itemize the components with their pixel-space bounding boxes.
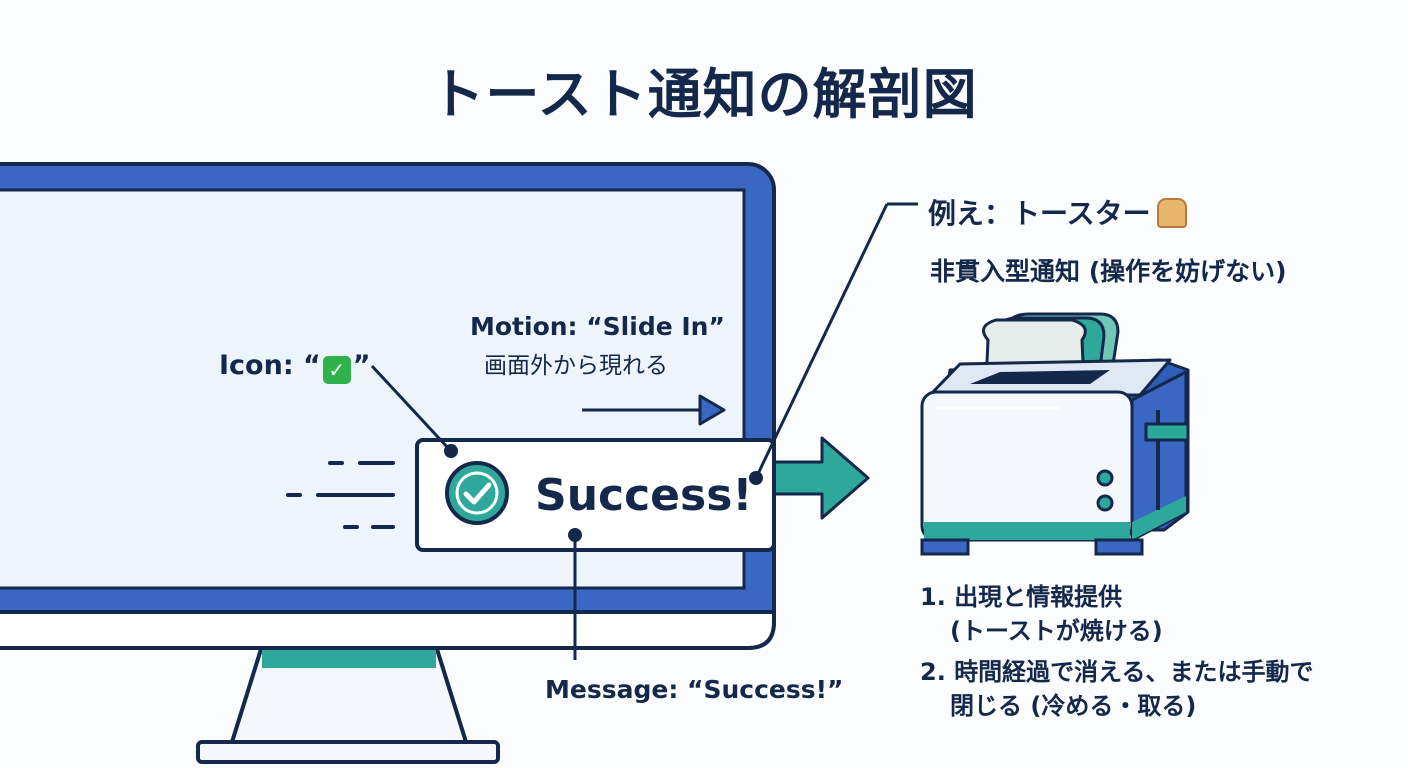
message-label: Message: “Success!” [545, 675, 844, 704]
step-item: 2. 時間経過で消える、または手動で 閉じる (冷める・取る) [920, 655, 1313, 723]
icon-label-suffix: ” [352, 350, 371, 381]
icon-label: Icon: “✓” [219, 350, 371, 384]
step-text: 出現と情報提供 [954, 583, 1123, 611]
motion-label: Motion: “Slide In” [470, 312, 725, 341]
icon-label-prefix: Icon: “ [219, 350, 321, 381]
toaster-knob [1096, 494, 1114, 512]
toast-message-text: Success! [535, 470, 753, 521]
icon-callout-dot [444, 444, 458, 458]
monitor [0, 162, 776, 650]
toaster-knob [1096, 469, 1114, 487]
step-number: 1. [920, 583, 946, 611]
diagram-title: トースト通知の解剖図 [430, 63, 978, 126]
toast-notification[interactable] [415, 438, 776, 552]
bread-icon [1156, 198, 1187, 228]
step-text-detail: 閉じる (冷める・取る) [950, 692, 1197, 720]
step-number: 2. [920, 658, 946, 686]
check-mark-emoji-icon: ✓ [322, 356, 351, 384]
flow-arrow [772, 436, 870, 520]
step-text-detail: (トーストが焼ける) [950, 617, 1163, 645]
step-item: 1. 出現と情報提供 (トーストが焼ける) [920, 580, 1163, 648]
monitor-stand [196, 644, 500, 764]
motion-sublabel: 画面外から現れる [484, 353, 668, 379]
message-callout-dot [568, 528, 582, 542]
toast-callout-dot [749, 471, 763, 485]
slide-in-arrow [582, 394, 726, 426]
toaster-illustration [920, 312, 1190, 556]
step-text: 時間経過で消える、または手動で [954, 658, 1314, 686]
motion-speed-lines [286, 461, 395, 529]
analogy-heading: 例え：トースター [928, 192, 1187, 232]
check-circle-icon [445, 461, 509, 525]
analogy-heading-text: 例え：トースター [928, 197, 1151, 230]
analogy-subheading: 非貫入型通知 (操作を妨げない) [930, 257, 1287, 286]
toaster-lever [1144, 422, 1190, 442]
